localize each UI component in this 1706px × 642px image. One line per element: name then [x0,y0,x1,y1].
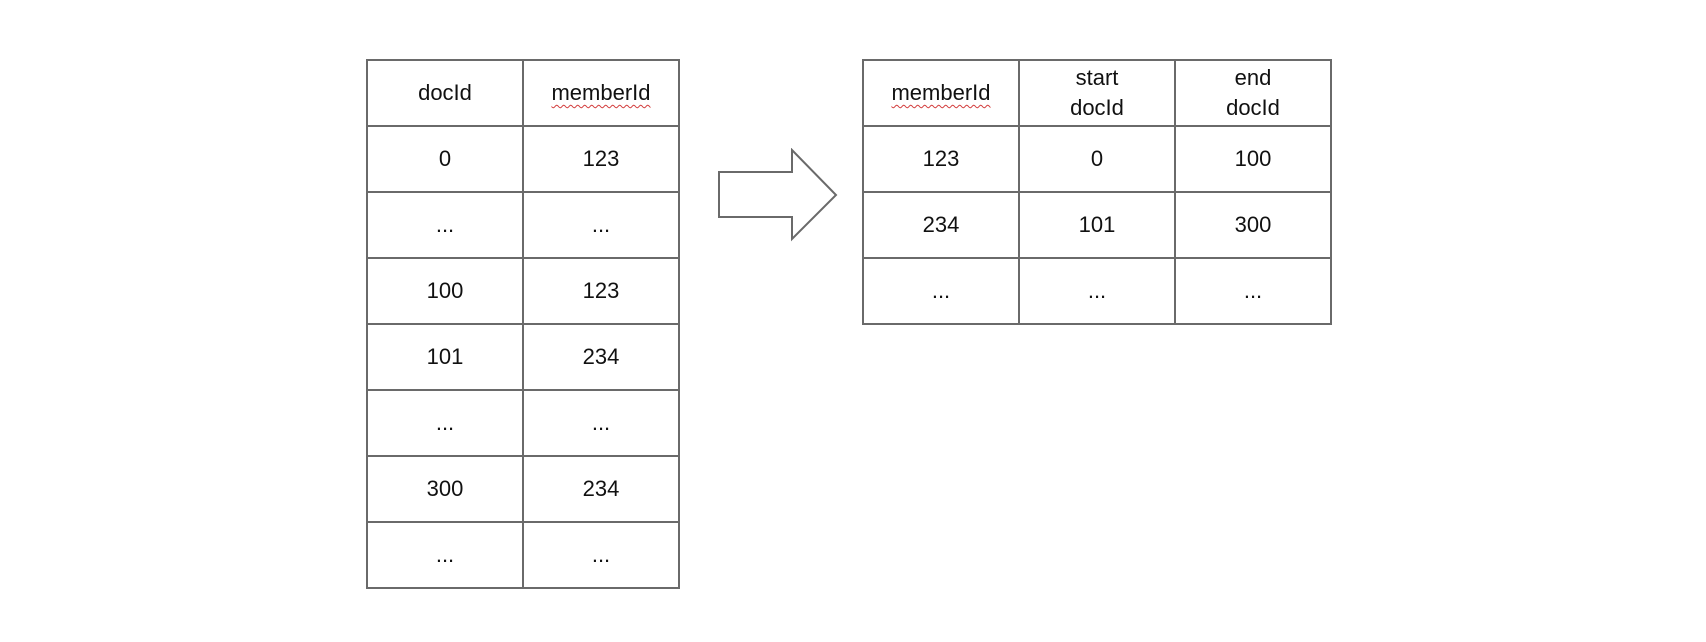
table-cell: 101 [366,323,524,391]
table-row: 234 101 300 [862,191,1332,259]
table-cell: 0 [1018,125,1176,193]
table-row: ... ... [366,389,680,457]
range-table: memberId start docId end docId 123 0 100… [862,59,1332,325]
table-cell: ... [522,389,680,457]
table-row: ... ... ... [862,257,1332,325]
table-cell: 234 [522,455,680,523]
table-cell: ... [366,521,524,589]
source-table-header-row: docId memberId [366,59,680,127]
table-row: 300 234 [366,455,680,523]
table-cell: 100 [1174,125,1332,193]
table-cell: 300 [1174,191,1332,259]
table-cell: ... [862,257,1020,325]
table-cell: 300 [366,455,524,523]
table-cell: 123 [522,125,680,193]
table-cell: ... [1018,257,1176,325]
range-table-header-row: memberId start docId end docId [862,59,1332,127]
right-arrow-icon [718,148,838,242]
source-table: docId memberId 0 123 ... ... 100 123 101… [366,59,680,589]
table-cell: 234 [862,191,1020,259]
table-row: ... ... [366,191,680,259]
table-row: 123 0 100 [862,125,1332,193]
table-cell: 100 [366,257,524,325]
header-memberid: memberId [862,59,1020,127]
table-cell: ... [366,389,524,457]
table-cell: 101 [1018,191,1176,259]
header-start-docid: start docId [1018,59,1176,127]
table-row: ... ... [366,521,680,589]
table-cell: 123 [862,125,1020,193]
table-cell: 0 [366,125,524,193]
table-cell: ... [522,191,680,259]
table-row: 0 123 [366,125,680,193]
table-cell: ... [366,191,524,259]
header-end-docid: end docId [1174,59,1332,127]
table-row: 100 123 [366,257,680,325]
table-cell: 123 [522,257,680,325]
table-row: 101 234 [366,323,680,391]
header-docid: docId [366,59,524,127]
table-cell: 234 [522,323,680,391]
header-memberid: memberId [522,59,680,127]
table-cell: ... [1174,257,1332,325]
table-cell: ... [522,521,680,589]
